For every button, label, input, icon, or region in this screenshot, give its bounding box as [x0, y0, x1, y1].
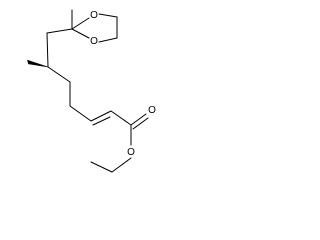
bond-stereocenter-chain — [47, 66, 71, 83]
bond-lines — [46, 9, 149, 173]
bond-ester-o-ch2 — [111, 157, 132, 173]
bond-ch2-o-lower — [98, 37, 118, 43]
atom-o-carbonyl: O — [148, 105, 156, 116]
stereo-wedge-bond — [27, 59, 49, 68]
atom-labels: O O O O — [90, 10, 156, 158]
atom-o-ester: O — [127, 147, 135, 158]
bond-ketal-ch2 — [46, 28, 73, 34]
bond-ethyl — [90, 161, 113, 173]
bond-carbonyl-double-a — [130, 113, 147, 126]
bond-ch2-stereocenter — [46, 32, 49, 68]
bond-o-lower-ketal — [71, 28, 90, 39]
atom-o-dioxolane-lower: O — [90, 36, 98, 47]
atom-o-dioxolane-upper: O — [90, 10, 98, 21]
bond-chain-alkene — [69, 105, 92, 122]
bond-ketal-o-upper — [71, 17, 90, 30]
bond-alkene-double-a — [90, 110, 112, 122]
structure-svg: O O O O — [27, 9, 156, 173]
molecule-structure-diagram: O O O O — [0, 0, 170, 223]
bond-o-upper-ch2 — [98, 13, 118, 18]
bond-alkene-carbonyl — [110, 110, 132, 126]
bond-alkene-double-b — [92, 116, 111, 126]
bond-carbonyl-double-b — [132, 117, 149, 130]
